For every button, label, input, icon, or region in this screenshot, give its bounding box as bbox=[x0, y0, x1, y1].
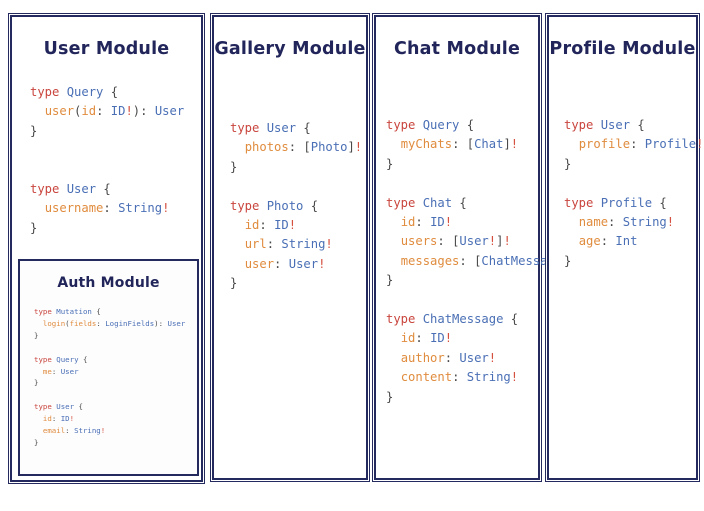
module-code-auth: type Mutation { login(fields: LoginField… bbox=[34, 307, 186, 447]
module-title-user: User Module bbox=[43, 39, 170, 59]
module-card-chat[interactable]: Chat Module type Query { myChats: [Chat]… bbox=[374, 15, 577, 480]
module-code-profile: type User { profile: Profile! } type Pro… bbox=[564, 118, 704, 268]
module-code-chat: type Query { myChats: [Chat]! } type Cha… bbox=[386, 118, 577, 404]
module-title-profile: Profile Module bbox=[549, 39, 696, 59]
module-card-user[interactable]: User Module type Query { user(id: ID!): … bbox=[10, 15, 203, 482]
module-title-chat: Chat Module bbox=[393, 39, 521, 59]
module-code-gallery: type User { photos: [Photo]! } type Phot… bbox=[230, 121, 363, 291]
module-code-user: type Query { user(id: ID!): User } type … bbox=[30, 85, 185, 235]
module-card-profile[interactable]: Profile Module type User { profile: Prof… bbox=[547, 15, 704, 480]
module-title-auth: Auth Module bbox=[57, 275, 160, 291]
module-title-gallery: Gallery Module bbox=[214, 39, 366, 59]
module-card-gallery[interactable]: Gallery Module type User { photos: [Phot… bbox=[212, 15, 368, 480]
module-card-auth[interactable]: Auth Module type Mutation { login(fields… bbox=[18, 259, 199, 476]
